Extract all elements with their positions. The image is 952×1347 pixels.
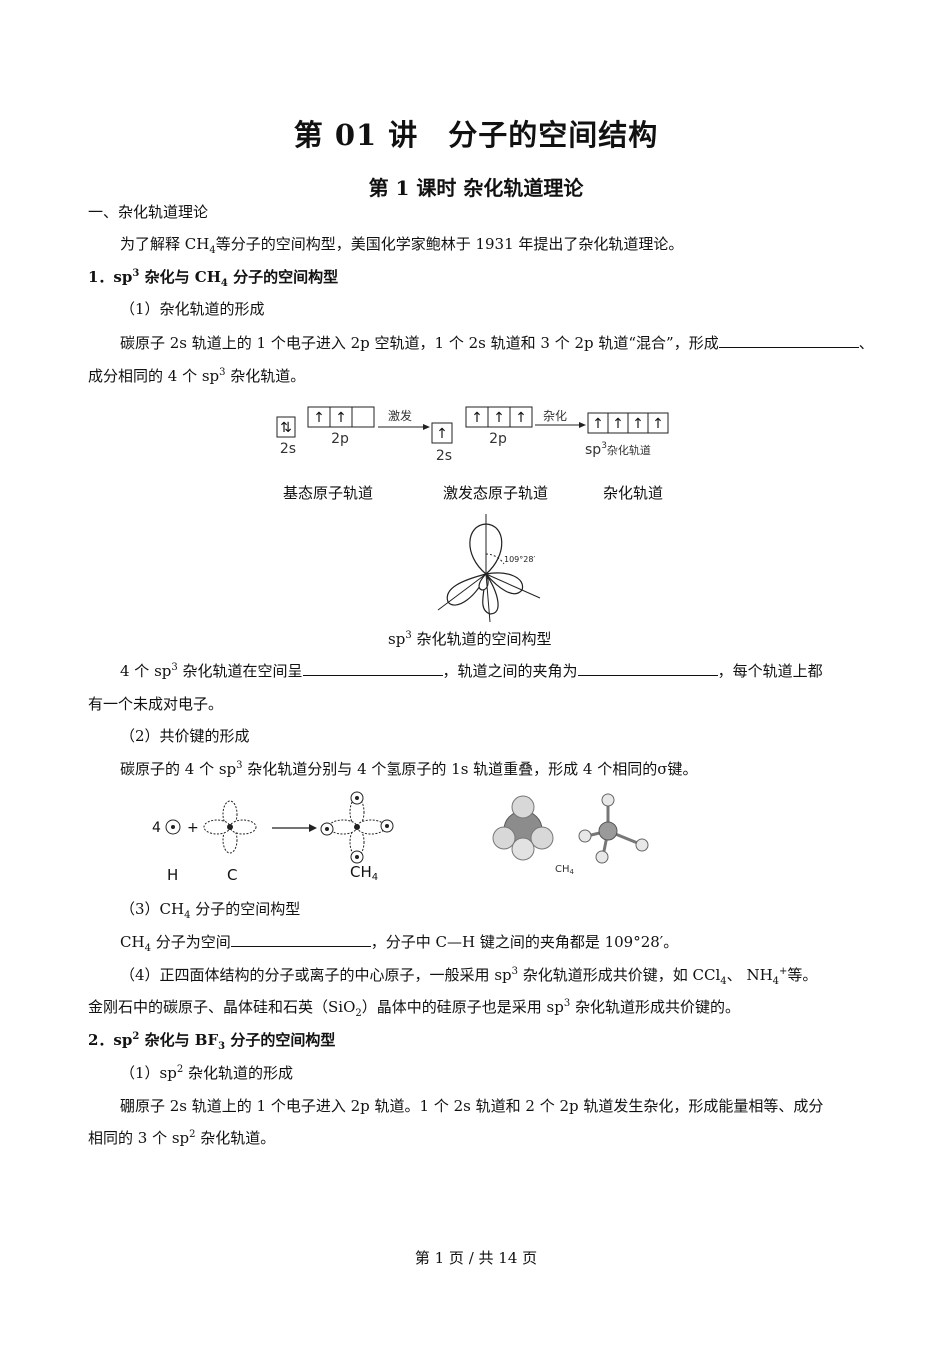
lesson-subtitle: 第 1 课时 杂化轨道理论 xyxy=(368,176,584,200)
svg-text:↑: ↑ xyxy=(652,416,664,432)
sp3-orbital-figure: 109°28′ xyxy=(437,514,541,623)
label-sp3: sp3杂化轨道 xyxy=(585,441,651,458)
paragraph-tetrahedral-2: 金刚石中的碳原子、晶体硅和石英（SiO2）晶体中的硅原子也是采用 sp3 杂化轨… xyxy=(88,998,740,1019)
model-label: CH4 xyxy=(555,864,575,876)
paragraph-sp2-1: 硼原子 2s 轨道上的 1 个电子进入 2p 轨道。1 个 2s 轨道和 2 个… xyxy=(120,1097,824,1115)
excite-label: 激发 xyxy=(388,408,412,423)
ch4-molecule xyxy=(328,797,386,857)
paragraph-sp3-shape-2: 有一个未成对电子。 xyxy=(88,695,224,713)
caption-sp3-figure: sp3 杂化轨道的空间构型 xyxy=(388,630,552,648)
plus-sign: + xyxy=(187,820,199,836)
orbital-box xyxy=(276,416,296,438)
space-filling-model xyxy=(492,795,554,861)
page-title: 第 01 讲 分子的空间结构 xyxy=(293,118,659,152)
section-heading: 一、杂化轨道理论 xyxy=(88,203,209,221)
answer-blank[interactable] xyxy=(302,661,443,676)
svg-text:↑: ↑ xyxy=(612,416,624,432)
svg-text:↑: ↑ xyxy=(313,410,325,426)
ch4-label: CH4 xyxy=(350,863,378,883)
page-footer: 第 1 页 / 共 14 页 xyxy=(414,1249,538,1267)
heading-sp2: 2．sp2 杂化与 BF3 分子的空间构型 xyxy=(88,1031,336,1052)
subheading-sp2-formation: （1）sp2 杂化轨道的形成 xyxy=(120,1064,293,1082)
c-atom xyxy=(203,800,257,854)
paragraph-sp3-shape-1: 4 个 sp3 杂化轨道在空间呈，轨道之间的夹角为，每个轨道上都 xyxy=(120,661,823,680)
svg-text:↑: ↑ xyxy=(515,410,527,426)
answer-blank[interactable] xyxy=(230,932,371,947)
paragraph-ch4-shape: CH4 分子为空间，分子中 C—H 键之间的夹角都是 109°28′。 xyxy=(120,932,679,954)
answer-blank[interactable] xyxy=(577,661,718,676)
angle-label: 109°28′ xyxy=(504,555,535,564)
subheading-formation: （1）杂化轨道的形成 xyxy=(120,300,265,318)
paragraph-tetrahedral-1: （4）正四面体结构的分子或离子的中心原子，一般采用 sp3 杂化轨道形成共价键，… xyxy=(120,966,818,987)
svg-text:↑: ↑ xyxy=(493,410,505,426)
label-2p: 2p xyxy=(331,431,349,447)
caption-ground-state: 基态原子轨道 xyxy=(283,484,374,502)
coefficient: 4 xyxy=(152,820,161,836)
ch4-formation-figure: 4 + H C CH4 CH4 xyxy=(152,791,649,884)
paragraph-formation-1: 碳原子 2s 轨道上的 1 个电子进入 2p 空轨道，1 个 2s 轨道和 3 … xyxy=(120,333,874,352)
svg-text:↑: ↑ xyxy=(335,410,347,426)
hybrid-arrow-head xyxy=(579,422,586,428)
svg-text:↑: ↑ xyxy=(471,410,483,426)
subheading-covalent: （2）共价键的形成 xyxy=(120,727,250,745)
hybrid-label: 杂化 xyxy=(543,409,567,423)
answer-blank[interactable] xyxy=(718,333,859,348)
svg-text:↑: ↑ xyxy=(436,426,448,442)
reaction-arrow xyxy=(309,824,317,832)
paragraph-covalent: 碳原子的 4 个 sp3 杂化轨道分别与 4 个氢原子的 1s 轨道重叠，形成 … xyxy=(120,760,698,778)
c-label: C xyxy=(227,866,237,884)
intro-paragraph: 为了解释 CH4等分子的空间构型，美国化学家鲍林于 1931 年提出了杂化轨道理… xyxy=(120,235,684,256)
paired-electron: ⇅ xyxy=(280,420,292,436)
svg-text:↑: ↑ xyxy=(592,416,604,432)
subheading-ch4-shape: （3）CH4 分子的空间构型 xyxy=(120,900,301,921)
label-2p-excited: 2p xyxy=(489,431,507,447)
label-2s-excited: 2s xyxy=(436,448,452,464)
svg-text:↑: ↑ xyxy=(632,416,644,432)
paragraph-formation-2: 成分相同的 4 个 sp3 杂化轨道。 xyxy=(88,367,306,385)
paragraph-sp2-2: 相同的 3 个 sp2 杂化轨道。 xyxy=(88,1129,276,1147)
heading-sp3: 1．sp3 杂化与 CH4 分子的空间构型 xyxy=(88,268,339,289)
h-label: H xyxy=(167,866,178,884)
label-2s: 2s xyxy=(280,441,296,457)
orbital-diagram: ⇅ ↑ ↑ ↑ ↑ ↑ ↑ ↑ ↑ ↑ ↑ 2s 2p 2s 2p sp3杂化轨… xyxy=(276,406,669,464)
caption-excited-state: 激发态原子轨道 xyxy=(443,484,549,502)
caption-hybrid: 杂化轨道 xyxy=(603,484,664,502)
excite-arrow-head xyxy=(423,424,430,430)
